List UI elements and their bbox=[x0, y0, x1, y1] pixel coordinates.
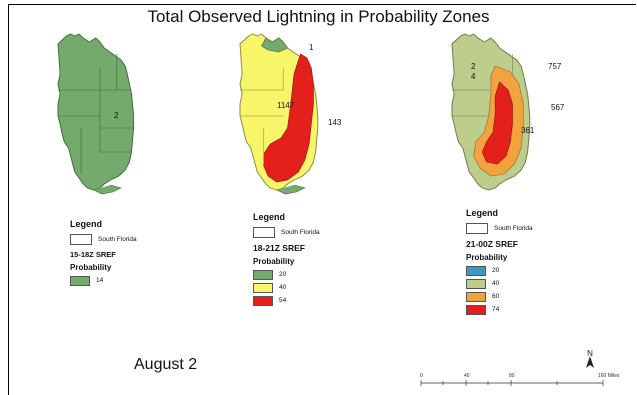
legend-item: 74 bbox=[466, 303, 533, 316]
legend-item: 20 bbox=[253, 268, 320, 281]
map-18-21z-label-1: 1 bbox=[309, 43, 314, 52]
map-18-21z-label-3: 143 bbox=[328, 118, 342, 127]
legend-heading: Legend bbox=[466, 208, 499, 218]
map-18-21z-county-lines bbox=[240, 68, 284, 164]
legend-swatch bbox=[70, 275, 90, 286]
legend-region-label: South Florida bbox=[98, 236, 137, 243]
legend-region-row: South Florida bbox=[466, 222, 533, 235]
legend-item-label: 60 bbox=[492, 293, 500, 300]
legend-swatch bbox=[466, 291, 486, 302]
legend-region-row: South Florida bbox=[70, 233, 137, 246]
legend-item-label: 40 bbox=[279, 284, 287, 291]
map-21-00z-zone-74 bbox=[481, 81, 513, 165]
legend-heading: Legend bbox=[70, 219, 103, 229]
north-label: N bbox=[587, 349, 593, 358]
legend-probability: Probability bbox=[466, 253, 508, 262]
legend-sref: 15-18Z SREF bbox=[70, 250, 116, 259]
map-18-21z-zone-20 bbox=[261, 37, 288, 53]
legend-item-label: 54 bbox=[279, 297, 287, 304]
legend-21-00z: Legend South Florida 21-00Z SREF Probabi… bbox=[466, 208, 533, 316]
map-15-18z-county-lines bbox=[58, 54, 134, 174]
legend-sref: 18-21Z SREF bbox=[253, 243, 305, 253]
figure-title: Total Observed Lightning in Probability … bbox=[147, 7, 490, 26]
legend-item: 40 bbox=[466, 277, 533, 290]
legend-region-swatch bbox=[466, 223, 488, 234]
legend-item-label: 20 bbox=[492, 267, 500, 274]
legend-region-label: South Florida bbox=[494, 225, 533, 232]
legend-item-label: 14 bbox=[96, 277, 104, 284]
legend-item: 20 bbox=[466, 264, 533, 277]
legend-18-21z: Legend South Florida 18-21Z SREF Probabi… bbox=[253, 212, 320, 307]
frame-left-border bbox=[8, 4, 9, 395]
legend-region-row: South Florida bbox=[253, 226, 320, 239]
map-21-00z-label-1: 2 bbox=[471, 62, 476, 71]
map-18-21z-zone-54 bbox=[263, 53, 314, 183]
scale-bar bbox=[420, 380, 604, 386]
legend-item: 14 bbox=[70, 274, 137, 287]
legend-item: 54 bbox=[253, 294, 320, 307]
map-21-00z-label-3: 757 bbox=[548, 62, 562, 71]
map-18-21z-label-2: 1147 bbox=[277, 101, 295, 110]
legend-swatch bbox=[253, 269, 273, 280]
scale-tick-160: 160 Miles bbox=[598, 373, 620, 379]
legend-swatch bbox=[253, 282, 273, 293]
legend-15-18z: Legend South Florida 15-18Z SREF Probabi… bbox=[70, 219, 137, 287]
map-15-18z-label-1: 2 bbox=[114, 111, 119, 120]
legend-swatch bbox=[466, 265, 486, 276]
map-18-21z bbox=[239, 33, 319, 195]
north-arrow-icon bbox=[586, 356, 594, 368]
scale-tick-40: 40 bbox=[464, 373, 470, 379]
scale-tick-80: 80 bbox=[509, 373, 515, 379]
scale-tick-0: 0 bbox=[420, 373, 423, 379]
legend-region-swatch bbox=[70, 234, 92, 245]
legend-item: 60 bbox=[466, 290, 533, 303]
legend-swatch bbox=[253, 295, 273, 306]
legend-probability: Probability bbox=[253, 257, 295, 266]
legend-region-swatch bbox=[253, 227, 275, 238]
legend-item-label: 40 bbox=[492, 280, 500, 287]
map-15-18z-region bbox=[57, 33, 135, 191]
map-21-00z-label-2: 4 bbox=[471, 72, 476, 81]
legend-sref: 21-00Z SREF bbox=[466, 239, 518, 249]
legend-swatch bbox=[466, 278, 486, 289]
map-15-18z bbox=[57, 33, 135, 195]
legend-probability: Probability bbox=[70, 263, 112, 272]
map-21-00z bbox=[451, 33, 531, 191]
legend-item-label: 20 bbox=[279, 271, 287, 278]
legend-region-label: South Florida bbox=[281, 229, 320, 236]
map-21-00z-label-4: 567 bbox=[551, 103, 565, 112]
legend-item: 40 bbox=[253, 281, 320, 294]
frame-top-border bbox=[8, 4, 636, 5]
map-21-00z-county-lines bbox=[452, 54, 513, 117]
legend-heading: Legend bbox=[253, 212, 286, 222]
date-label: August 2 bbox=[134, 356, 198, 373]
legend-item-label: 74 bbox=[492, 306, 500, 313]
map-21-00z-label-5: 361 bbox=[521, 126, 535, 135]
legend-swatch bbox=[466, 304, 486, 315]
